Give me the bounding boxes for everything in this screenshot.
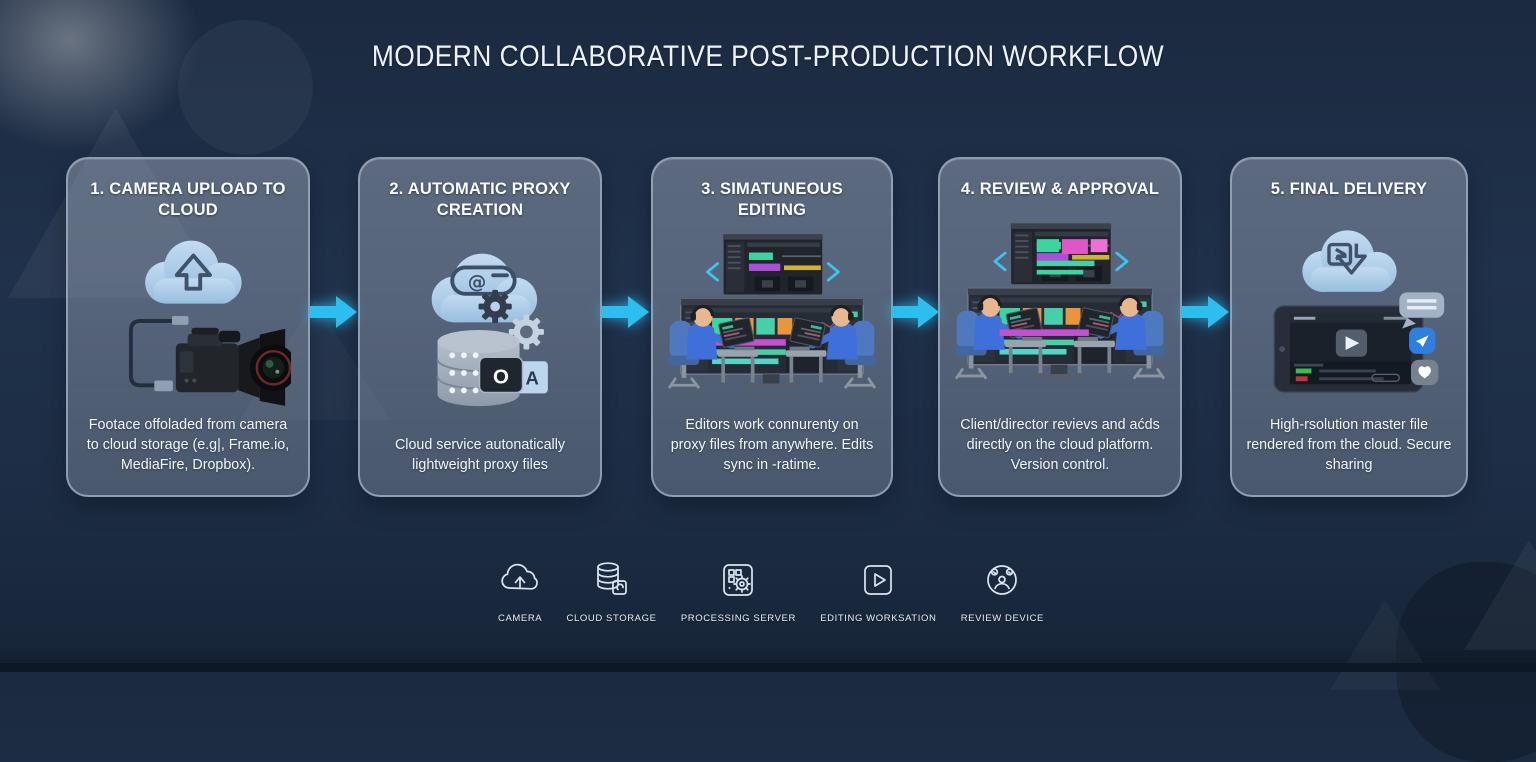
bg-triangle	[1464, 540, 1536, 650]
step-card-4: 4. REVIEW & APPROVAL Client/director rev…	[938, 157, 1182, 497]
legend-item-processing-server: PROCESSING SERVER	[681, 560, 796, 624]
step-3-heading: 3. SIMATUNEOUS EDITING	[701, 180, 843, 220]
editors-workstation-illustration	[666, 221, 878, 415]
page-title: MODERN COLLABORATIVE POST-PRODUCTION WOR…	[371, 40, 1165, 73]
bottom-border-strip	[0, 663, 1536, 672]
step-4-description: Client/director revievs and aćds directl…	[960, 416, 1160, 473]
step-4-heading: 4. REVIEW & APPROVAL	[960, 180, 1160, 198]
corner-glow	[0, 0, 200, 150]
flow-arrow-icon	[1182, 292, 1230, 332]
cinema-camera	[175, 327, 291, 406]
server-gear-icon	[716, 560, 760, 605]
legend-item-review-device: REVIEW DEVICE	[961, 560, 1044, 624]
svg-text:A: A	[525, 368, 538, 389]
play-screen-icon	[856, 560, 900, 605]
legend-label: PROCESSING SERVER	[680, 613, 796, 624]
step-card-5: 5. FINAL DELIVERY	[1230, 157, 1468, 497]
cloud-gears-database-illustration: @	[373, 221, 587, 435]
cloud-download-tablet-illustration	[1245, 200, 1453, 415]
step-2-description: Cloud service autonatically lightweight …	[394, 436, 566, 473]
step-1-description: Footace offoladed from camera to cloud s…	[86, 416, 290, 473]
bg-triangle	[1330, 600, 1440, 690]
legend-label: REVIEW DEVICE	[960, 613, 1044, 624]
svg-text:@: @	[467, 272, 486, 293]
legend-item-cloud-storage: CLOUD STORAGE	[567, 560, 657, 624]
review-face-icon	[980, 560, 1024, 605]
legend: CAMERA CLOUD STORAGE PROCESSING S	[498, 560, 1044, 624]
step-card-3: 3. SIMATUNEOUS EDITING Editors work conn…	[651, 157, 893, 497]
legend-item-editing-workstation: EDITING WORKSATION	[820, 560, 936, 624]
flow-arrow-icon	[892, 292, 940, 332]
cloud-upload-icon	[498, 560, 542, 605]
step-3-description: Editors work connurenty on proxy files f…	[670, 416, 874, 473]
original-proxy-badges: A O	[478, 356, 548, 394]
review-tablet	[1273, 291, 1444, 393]
legend-label: CAMERA	[498, 613, 543, 624]
step-5-description: High-rsolution master file rendered from…	[1246, 416, 1452, 473]
review-workstation-illustration	[953, 200, 1167, 415]
flow-arrow-icon	[602, 292, 650, 332]
legend-item-camera: CAMERA	[498, 560, 542, 624]
database-icon	[590, 560, 634, 605]
step-2-heading: 2. AUTOMATIC PROXY CREATION	[389, 180, 571, 220]
comment-bubbles	[1398, 291, 1444, 385]
step-card-2: 2. AUTOMATIC PROXY CREATION @	[358, 157, 602, 497]
legend-label: EDITING WORKSATION	[820, 613, 937, 624]
step-card-1: 1. CAMERA UPLOAD TO CLOUD	[66, 157, 310, 497]
bg-blob	[1396, 562, 1536, 762]
camera-cloud-upload-illustration	[81, 221, 295, 415]
flow-arrow-icon	[310, 292, 358, 332]
step-5-heading: 5. FINAL DELIVERY	[1270, 180, 1428, 198]
gear-light	[508, 314, 544, 350]
svg-text:O: O	[493, 366, 509, 389]
render-download-glyph	[1326, 242, 1367, 275]
legend-label: CLOUD STORAGE	[566, 613, 657, 624]
gear-dark	[478, 290, 512, 324]
step-1-heading: 1. CAMERA UPLOAD TO CLOUD	[90, 180, 286, 220]
